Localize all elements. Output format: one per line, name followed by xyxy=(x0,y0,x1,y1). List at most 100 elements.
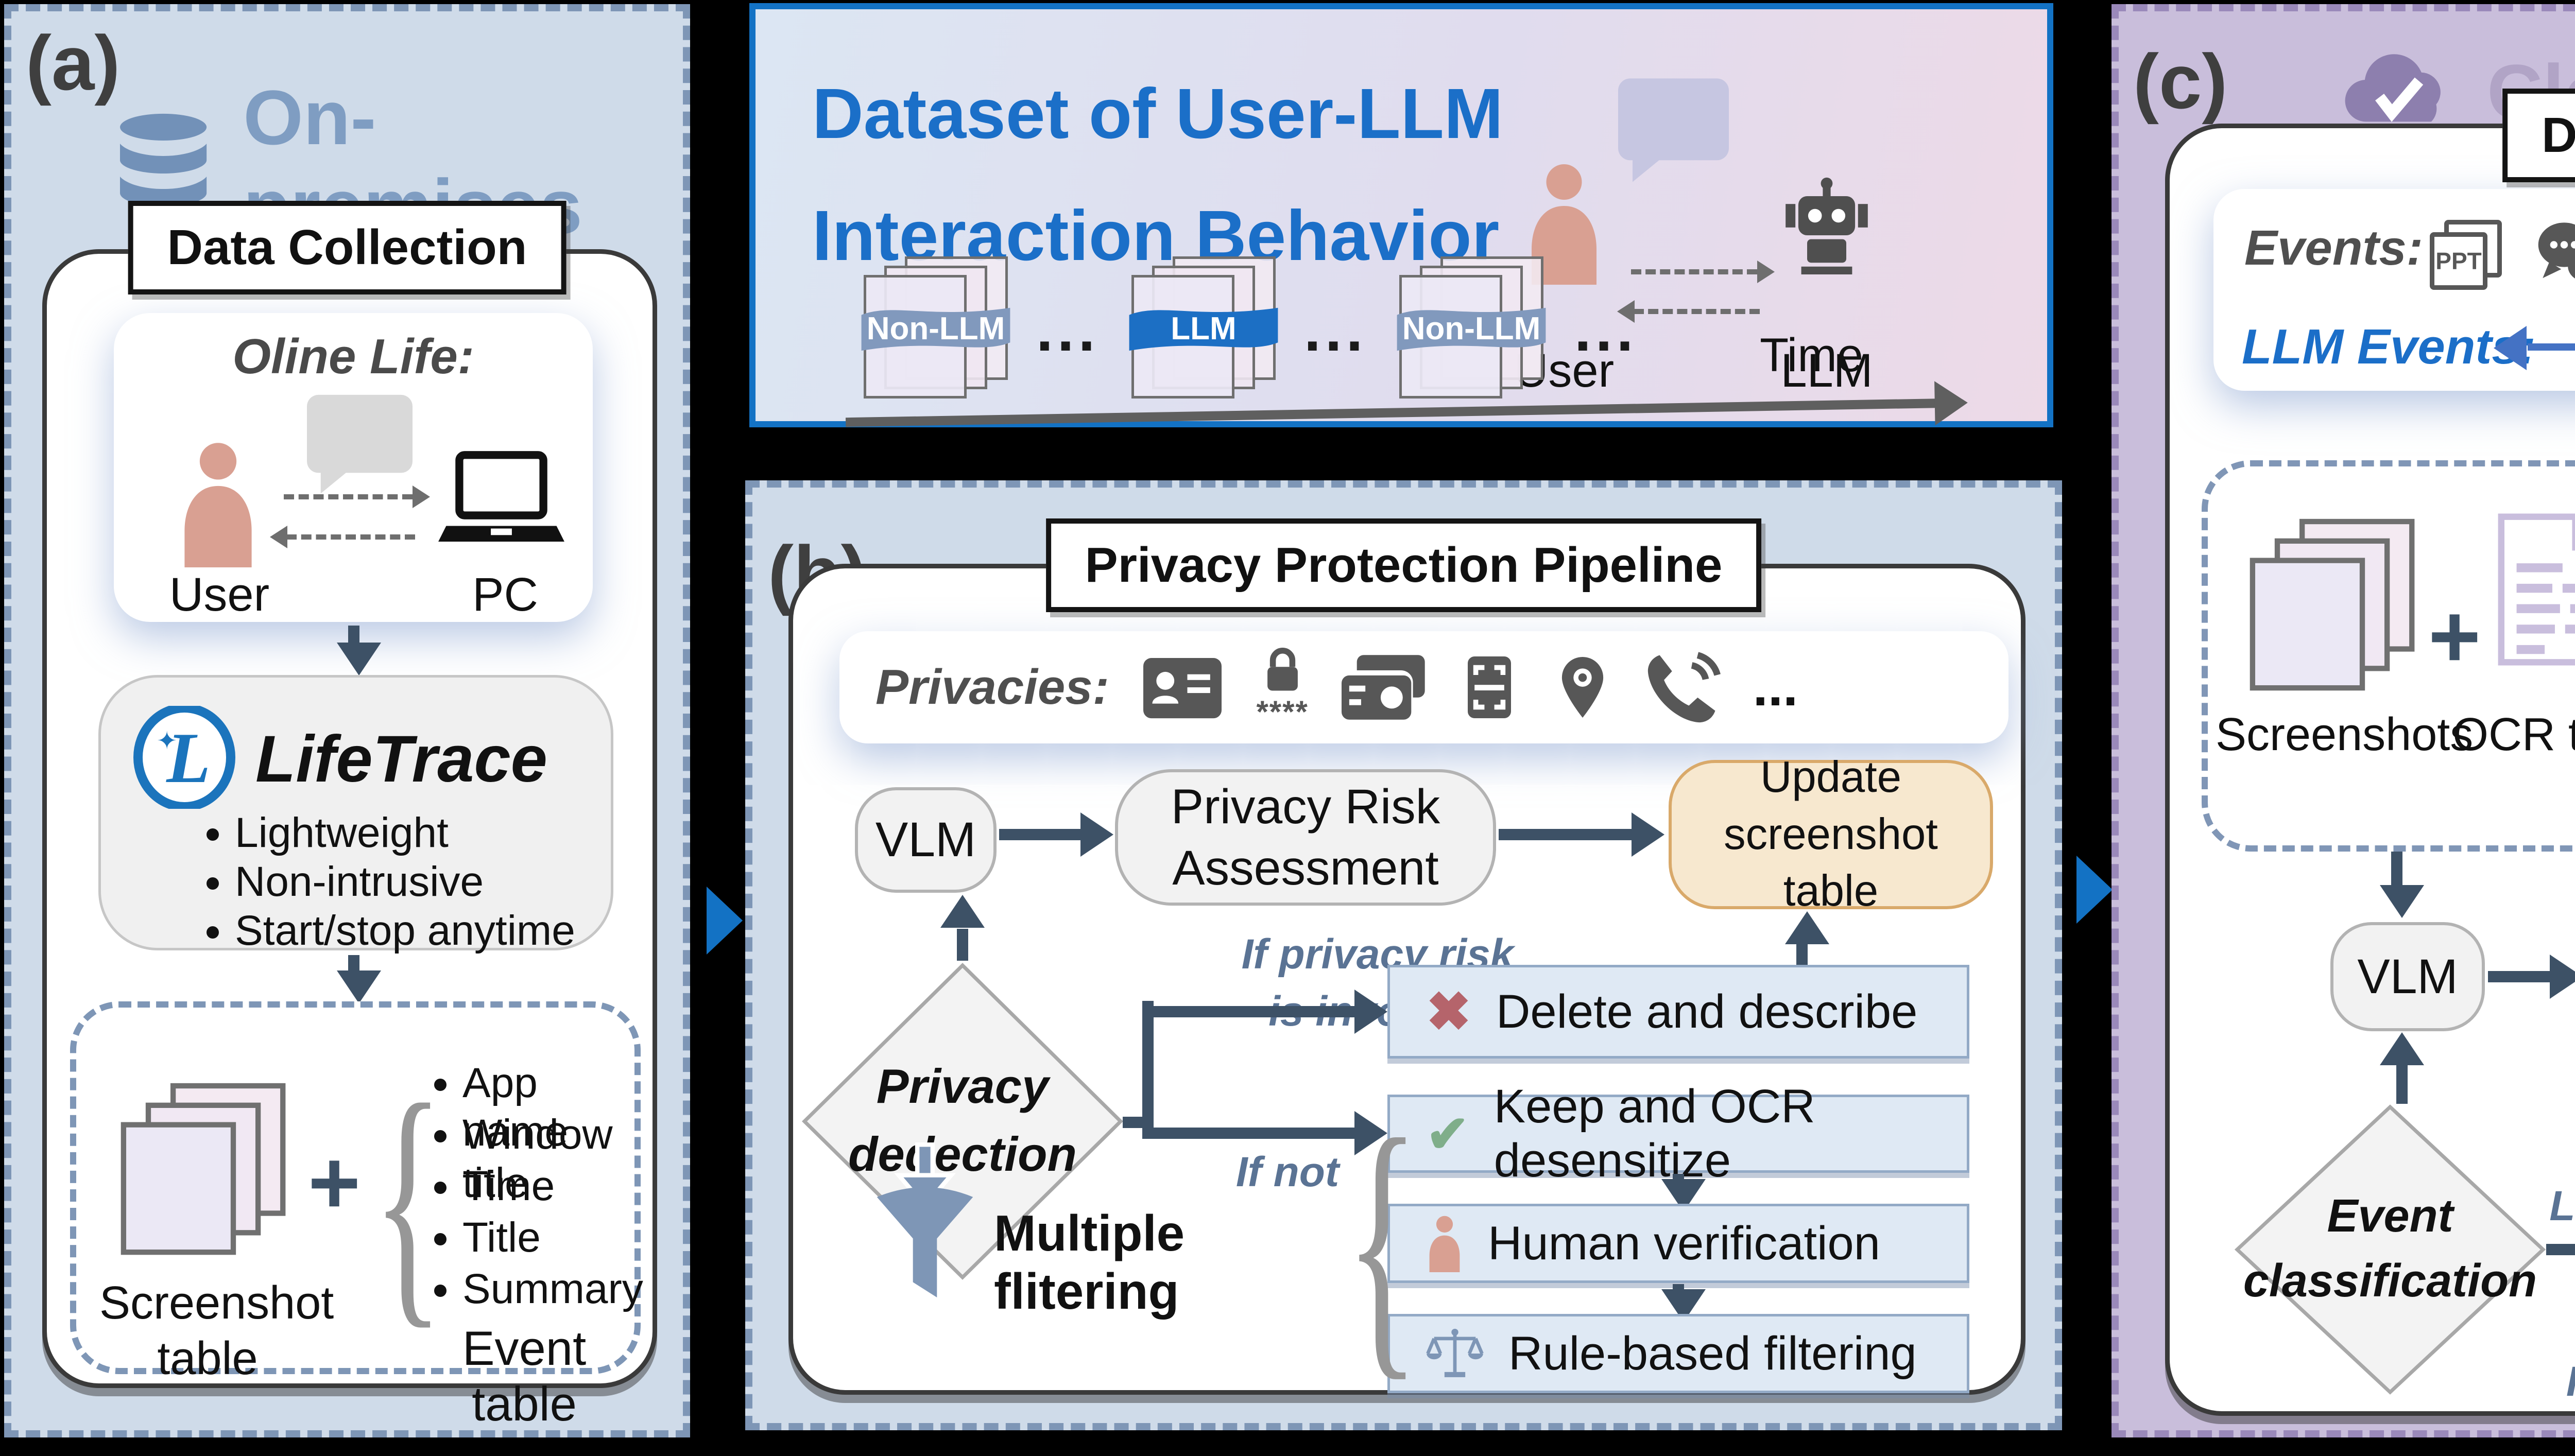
event-table-label: Event table xyxy=(462,1321,587,1431)
time-axis-arrow xyxy=(845,380,1979,431)
plus-icon: + xyxy=(308,1133,361,1233)
event-stack-non-llm: Non-LLM xyxy=(861,256,1010,401)
money-icon xyxy=(1342,653,1427,721)
keep-ocr-box: ✔ Keep and OCR desensitize xyxy=(1387,1080,1969,1187)
lifetrace-logo xyxy=(133,706,236,809)
privacies-label: Privacies: xyxy=(876,660,1109,715)
passport-icon xyxy=(1458,648,1520,726)
speech-bubble-icon xyxy=(302,390,418,496)
flow-arrow-line xyxy=(1499,829,1633,840)
data-annotation-box: Events: PPT ... LLM Events: xyxy=(2165,124,2575,1416)
assessment-line2: Assessment xyxy=(1172,840,1439,895)
human-verification-label: Human verification xyxy=(1488,1217,1880,1270)
brace-icon: { xyxy=(372,1049,444,1350)
update-line1: Update xyxy=(1760,753,1902,802)
flow-arrow-line xyxy=(2488,971,2551,982)
user-to-pc-arrowhead xyxy=(413,486,430,508)
llm-to-user-arrowhead xyxy=(1617,300,1635,323)
condition-not: If not xyxy=(1235,1149,1340,1195)
panel-b-to-c-arrow xyxy=(2076,856,2113,924)
flow-arrow-line xyxy=(348,626,359,645)
ribbon-label: Non-LLM xyxy=(1402,310,1541,346)
flow-arrow-line xyxy=(999,829,1082,840)
document-icon xyxy=(2488,507,2575,672)
ellipsis: ... xyxy=(1753,657,1798,717)
user-to-pc-arrow xyxy=(284,494,413,499)
ppt-label: PPT xyxy=(2435,248,2482,274)
list-item: App name xyxy=(462,1059,643,1155)
user-label: User xyxy=(169,568,270,621)
panel-privacy-pipeline: (b) Privacy Protection Pipeline Privacie… xyxy=(745,480,2062,1430)
location-pin-icon xyxy=(1552,649,1613,726)
chat-icon xyxy=(2533,220,2575,291)
privacies-bar: Privacies: **** ... xyxy=(839,631,2008,743)
non-llm-ribbon: Non-LLM xyxy=(1393,302,1550,355)
lifetrace-name: LifeTrace xyxy=(255,722,547,796)
flow-arrow-line xyxy=(2391,852,2402,888)
user-icon xyxy=(1426,1215,1463,1272)
panel-a-to-b-arrow xyxy=(707,887,743,955)
cloud-check-icon xyxy=(2335,48,2459,136)
screenshots-label: Screenshots xyxy=(2216,709,2474,760)
ellipsis: ... xyxy=(1304,296,1367,364)
user-to-llm-arrow xyxy=(1631,269,1757,274)
laptop-icon xyxy=(436,449,567,552)
keep-ocr-label: Keep and OCR desensitize xyxy=(1494,1080,1815,1187)
event-table-bullets: App name Window title Time Title Summary xyxy=(432,1059,643,1316)
flow-arrowhead xyxy=(337,643,381,675)
lifetrace-card: LifeTrace Lightweight Non-intrusive Star… xyxy=(98,675,613,954)
flow-arrowhead xyxy=(1632,812,1664,857)
event-stack-llm: LLM xyxy=(1129,256,1278,401)
panel-cloud-based: (c) Cloud-Based Data Annotation Events: … xyxy=(2112,4,2575,1437)
vlm-node: VLM xyxy=(855,787,997,893)
ppt-icon: PPT xyxy=(2430,220,2507,292)
time-label: Time xyxy=(1760,329,1864,382)
llm-ribbon: LLM xyxy=(1125,302,1282,355)
database-icon xyxy=(112,111,215,214)
event-classification-label: Event classification xyxy=(2243,1190,2537,1307)
vlm-node: VLM xyxy=(2330,922,2485,1031)
flow-arrowhead xyxy=(1354,1111,1387,1155)
online-life-title: Oline Life: xyxy=(232,329,474,384)
events-bar: Events: PPT ... LLM Events: xyxy=(2213,189,2575,391)
flow-arrowhead xyxy=(2380,885,2424,918)
flow-arrowhead xyxy=(1080,812,1113,857)
llm-events-connector xyxy=(2528,343,2575,351)
connector-line xyxy=(1142,1001,1154,1139)
list-item: Title xyxy=(462,1214,643,1265)
privacy-detection-label: Privacy dedection xyxy=(848,1059,1077,1181)
ellipsis: ... xyxy=(1574,296,1638,364)
assessment-line1: Privacy Risk xyxy=(1171,779,1440,834)
ribbon-label: Non-LLM xyxy=(866,310,1005,346)
update-line2: screenshot table xyxy=(1724,809,1938,916)
pc-to-user-arrow xyxy=(286,534,415,540)
speech-bubble-icon xyxy=(1613,74,1734,184)
ocr-text-label: OCR text xyxy=(2452,709,2575,760)
password-lock-icon: **** xyxy=(1256,645,1310,730)
update-screenshot-table-node: Update screenshot table xyxy=(1669,753,1993,915)
list-item: Non-intrusive xyxy=(235,858,575,907)
events-label: Events: xyxy=(2244,220,2423,275)
dataset-title-line1: Dataset of User-LLM xyxy=(812,74,1503,153)
flow-arrow-line xyxy=(1796,940,1808,965)
flow-arrowhead xyxy=(940,895,985,928)
tables-card: Screenshot table + { App name Window tit… xyxy=(70,1001,643,1431)
event-stack-non-llm-2: Non-LLM xyxy=(1397,256,1546,401)
delete-describe-label: Delete and describe xyxy=(1496,985,1918,1038)
flow-arrowhead xyxy=(2380,1032,2424,1065)
phone-icon xyxy=(1645,651,1721,724)
user-to-llm-arrowhead xyxy=(1757,261,1775,283)
privacy-risk-assessment-node: Privacy Risk Assessment xyxy=(1115,769,1496,906)
condition-not: If not xyxy=(2551,1354,2575,1411)
flow-arrowhead xyxy=(2550,955,2575,999)
privacy-pipeline-box: Privacies: **** ... VLM Privacy Risk Ass… xyxy=(788,564,2025,1395)
llm-to-user-arrow xyxy=(1634,309,1760,314)
flow-arrow-line xyxy=(2396,1063,2408,1104)
rule-filtering-label: Rule-based filtering xyxy=(1508,1327,1917,1380)
ribbon-label: LLM xyxy=(1171,310,1237,346)
password-mask: **** xyxy=(1256,695,1309,729)
check-icon: ✔ xyxy=(1426,1105,1469,1163)
list-item: Time xyxy=(462,1162,643,1214)
panel-a-label: (a) xyxy=(26,20,121,106)
